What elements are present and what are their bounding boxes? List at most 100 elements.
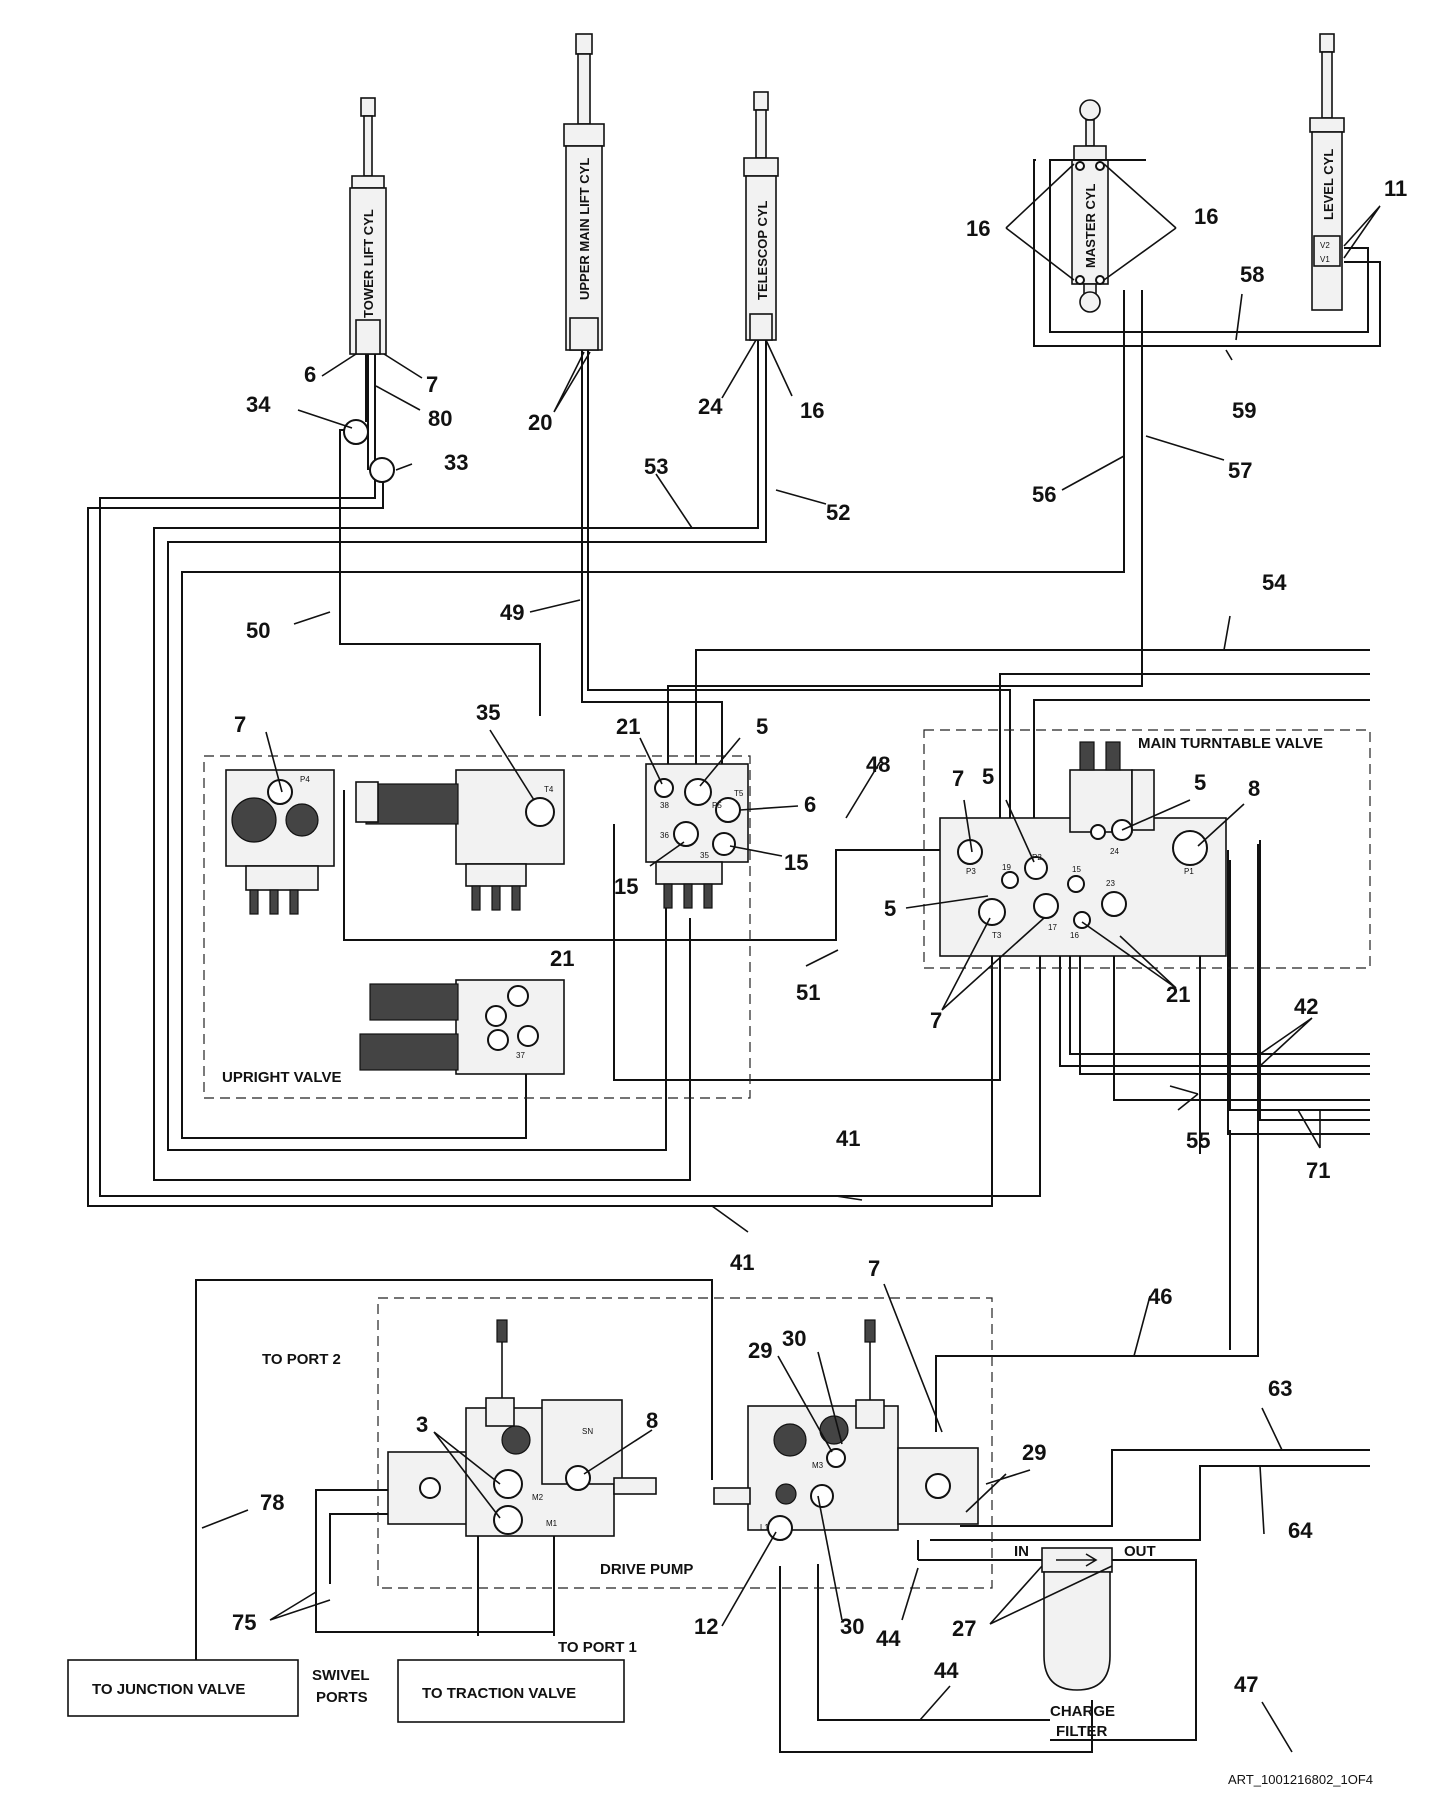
port-17: 17 bbox=[1048, 923, 1057, 932]
filter-out-label: OUT bbox=[1124, 1543, 1156, 1560]
tower-lift-cyl-label: TOWER LIFT CYL bbox=[361, 209, 376, 318]
leader-lines bbox=[201, 163, 1381, 1753]
master-cyl-label: MASTER CYL bbox=[1083, 183, 1098, 268]
callout-11: 11 bbox=[1384, 176, 1407, 201]
callout-44-top: 44 bbox=[876, 1626, 901, 1651]
callout-8-pump: 8 bbox=[646, 1408, 658, 1433]
charge-filter-label-1: CHARGE bbox=[1050, 1703, 1115, 1720]
callout-34: 34 bbox=[246, 392, 271, 417]
callout-5-turntable-b: 5 bbox=[1194, 770, 1206, 795]
callout-21-upright-top: 21 bbox=[616, 714, 640, 739]
port-23: 23 bbox=[1106, 879, 1115, 888]
callout-75: 75 bbox=[232, 1610, 256, 1635]
telescop-cylinder: TELESCOP CYL bbox=[743, 91, 779, 341]
upper-main-lift-cyl-label: UPPER MAIN LIFT CYL bbox=[577, 158, 592, 300]
hose-network bbox=[87, 159, 1381, 1753]
port-T3: T3 bbox=[992, 931, 1002, 940]
callout-5-upright: 5 bbox=[756, 714, 768, 739]
drive-pump-assembly: M2 M1 SN DRIVE PUMP M3 L1 bbox=[377, 1297, 993, 1589]
port-16: 16 bbox=[1070, 931, 1079, 940]
callout-7-pump: 7 bbox=[868, 1256, 880, 1281]
callout-7-turntable-bottom: 7 bbox=[930, 1008, 942, 1033]
callout-7: 7 bbox=[426, 372, 438, 397]
callout-71: 71 bbox=[1306, 1158, 1330, 1183]
port-P5: P5 bbox=[712, 801, 722, 810]
port-19: 19 bbox=[1002, 863, 1011, 872]
callout-63: 63 bbox=[1268, 1376, 1292, 1401]
callout-42: 42 bbox=[1294, 994, 1318, 1019]
callout-7-turntable: 7 bbox=[952, 766, 964, 791]
check-valve-33 bbox=[369, 457, 395, 483]
port-36: 36 bbox=[660, 831, 669, 840]
port-37: 37 bbox=[516, 1051, 525, 1060]
callout-15-upright-left: 15 bbox=[614, 874, 638, 899]
callout-47: 47 bbox=[1234, 1672, 1258, 1697]
callout-49: 49 bbox=[500, 600, 524, 625]
port-15: 15 bbox=[1072, 865, 1081, 874]
port-T5: T5 bbox=[734, 789, 744, 798]
callout-21-turntable: 21 bbox=[1166, 982, 1190, 1007]
callout-27: 27 bbox=[952, 1616, 976, 1641]
to-port-2: TO PORT 2 bbox=[262, 1351, 341, 1368]
to-port-1: TO PORT 1 bbox=[558, 1639, 637, 1656]
callout-7-upright: 7 bbox=[234, 712, 246, 737]
callout-58: 58 bbox=[1240, 262, 1264, 287]
port-P4: P4 bbox=[300, 775, 310, 784]
callout-12: 12 bbox=[694, 1614, 718, 1639]
to-junction-valve: TO JUNCTION VALVE bbox=[92, 1681, 245, 1698]
port-24: 24 bbox=[1110, 847, 1119, 856]
callout-16-telescop: 16 bbox=[800, 398, 824, 423]
port-P2: P2 bbox=[1032, 853, 1042, 862]
port-T4: T4 bbox=[544, 785, 554, 794]
callout-54: 54 bbox=[1262, 570, 1287, 595]
upper-main-lift-cylinder: UPPER MAIN LIFT CYL bbox=[563, 33, 605, 351]
main-turntable-valve-label: MAIN TURNTABLE VALVE bbox=[1138, 735, 1323, 752]
level-v2-label: V2 bbox=[1320, 241, 1330, 250]
callout-numbers: 6 7 80 34 33 20 24 16 53 52 16 16 11 58 … bbox=[232, 176, 1407, 1697]
callout-64: 64 bbox=[1288, 1518, 1313, 1543]
callout-59: 59 bbox=[1232, 398, 1256, 423]
port-P1: P1 bbox=[1184, 867, 1194, 876]
callout-52: 52 bbox=[826, 500, 850, 525]
to-traction-valve: TO TRACTION VALVE bbox=[422, 1685, 576, 1702]
callout-5-turntable-c: 5 bbox=[884, 896, 896, 921]
callout-56: 56 bbox=[1032, 482, 1056, 507]
callout-33: 33 bbox=[444, 450, 468, 475]
callout-35: 35 bbox=[476, 700, 500, 725]
callout-8-turntable: 8 bbox=[1248, 776, 1260, 801]
callout-6: 6 bbox=[304, 362, 316, 387]
callout-6-upright: 6 bbox=[804, 792, 816, 817]
port-P3: P3 bbox=[966, 867, 976, 876]
callout-41-right: 41 bbox=[836, 1126, 860, 1151]
callout-16-master-left: 16 bbox=[966, 216, 990, 241]
swivel-label-1: SWIVEL bbox=[312, 1667, 370, 1684]
destinations: TO JUNCTION VALVE TO TRACTION VALVE SWIV… bbox=[67, 1351, 637, 1723]
port-38: 38 bbox=[660, 801, 669, 810]
callout-29-right: 29 bbox=[1022, 1440, 1046, 1465]
callout-44-bottom: 44 bbox=[934, 1658, 959, 1683]
callout-16-master-right: 16 bbox=[1194, 204, 1218, 229]
drive-pump-label: DRIVE PUMP bbox=[600, 1561, 693, 1578]
port-M1: M1 bbox=[546, 1519, 558, 1528]
drawing-id: ART_1001216802_1OF4 bbox=[1228, 1772, 1373, 1787]
charge-filter: IN OUT CHARGE FILTER bbox=[1014, 1543, 1156, 1740]
callout-80: 80 bbox=[428, 406, 452, 431]
level-cylinder: LEVEL CYL V2 V1 bbox=[1309, 33, 1345, 311]
port-35: 35 bbox=[700, 851, 709, 860]
main-turntable-valve-assembly: P3 P2 19 T3 17 15 16 23 24 P1 MAIN TURNT… bbox=[923, 729, 1371, 969]
callout-53: 53 bbox=[644, 454, 668, 479]
callout-46: 46 bbox=[1148, 1284, 1172, 1309]
upright-valve-label: UPRIGHT VALVE bbox=[222, 1069, 341, 1086]
port-SN: SN bbox=[582, 1427, 593, 1436]
callout-30-top: 30 bbox=[782, 1326, 806, 1351]
callout-55: 55 bbox=[1186, 1128, 1210, 1153]
charge-filter-label-2: FILTER bbox=[1056, 1723, 1108, 1740]
callout-20: 20 bbox=[528, 410, 552, 435]
telescop-cyl-label: TELESCOP CYL bbox=[755, 200, 770, 300]
callout-51: 51 bbox=[796, 980, 820, 1005]
callout-15-upright-right: 15 bbox=[784, 850, 808, 875]
level-cyl-label: LEVEL CYL bbox=[1321, 149, 1336, 220]
callout-5-turntable-a: 5 bbox=[982, 764, 994, 789]
callout-48: 48 bbox=[866, 752, 890, 777]
